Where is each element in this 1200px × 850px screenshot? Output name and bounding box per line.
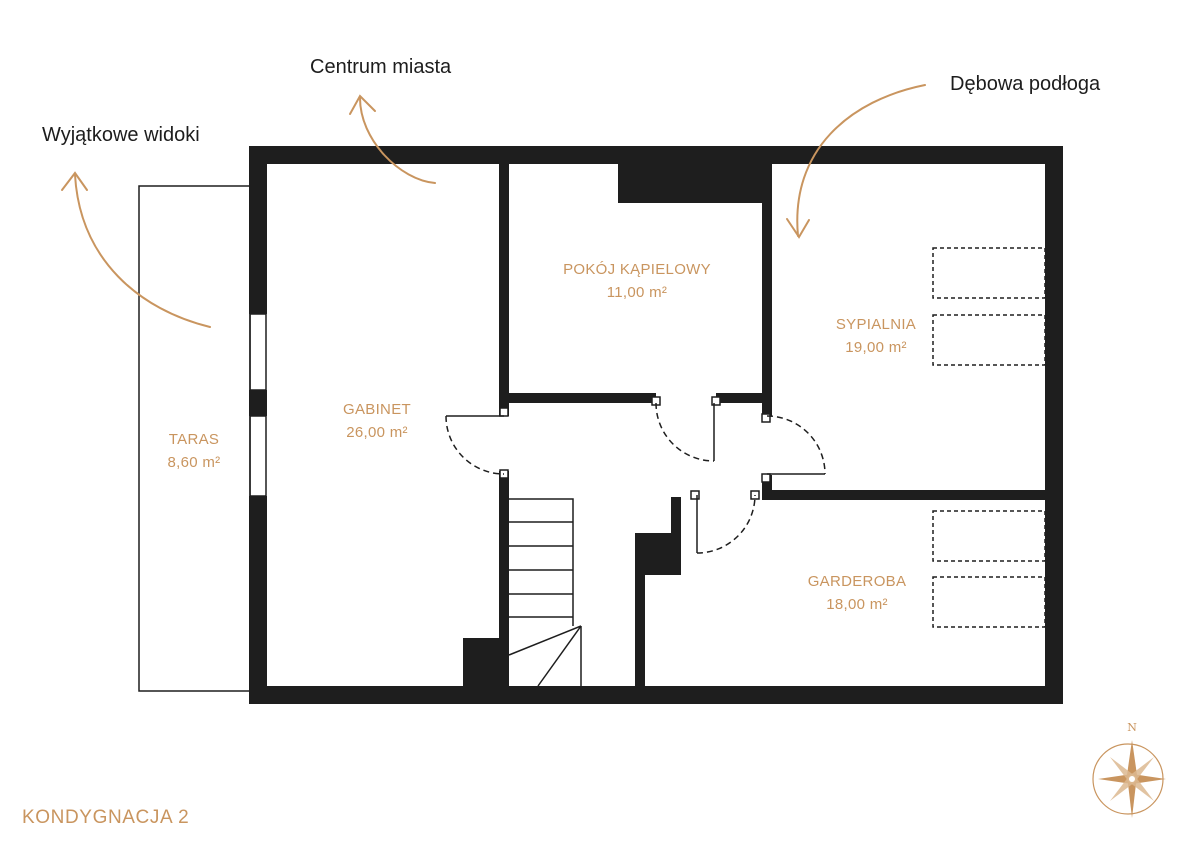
compass-icon: N — [1092, 721, 1166, 818]
terrace-windows — [249, 313, 267, 497]
terrace-name: TARAS — [169, 431, 219, 448]
wardrobe-name: GARDEROBA — [808, 573, 907, 590]
exterior-walls — [249, 146, 1063, 704]
center-callout: Centrum miasta — [310, 56, 452, 78]
bathroom-area: 11,00 m² — [607, 284, 667, 301]
views-arrow — [74, 174, 211, 328]
bed-outlines — [932, 247, 1046, 628]
door-jambs — [499, 396, 771, 500]
level-label: KONDYGNACJA 2 — [22, 807, 189, 828]
callout-arrows — [61, 84, 926, 328]
door-swings — [445, 402, 826, 554]
terrace-area: 8,60 m² — [168, 454, 221, 471]
stairs — [508, 498, 582, 687]
bathroom-name: POKÓJ KĄPIELOWY — [563, 261, 711, 278]
bedroom-name: SYPIALNIA — [836, 316, 916, 333]
office-name: GABINET — [343, 401, 411, 418]
interior-walls — [463, 164, 1046, 686]
floor-callout: Dębowa podłoga — [950, 73, 1101, 95]
wardrobe-area: 18,00 m² — [826, 596, 888, 613]
floor-arrow — [796, 84, 926, 237]
north-label: N — [1127, 721, 1137, 734]
office-area: 26,00 m² — [346, 424, 408, 441]
views-callout: Wyjątkowe widoki — [42, 124, 200, 146]
center-arrow — [359, 97, 436, 184]
bedroom-area: 19,00 m² — [845, 339, 907, 356]
